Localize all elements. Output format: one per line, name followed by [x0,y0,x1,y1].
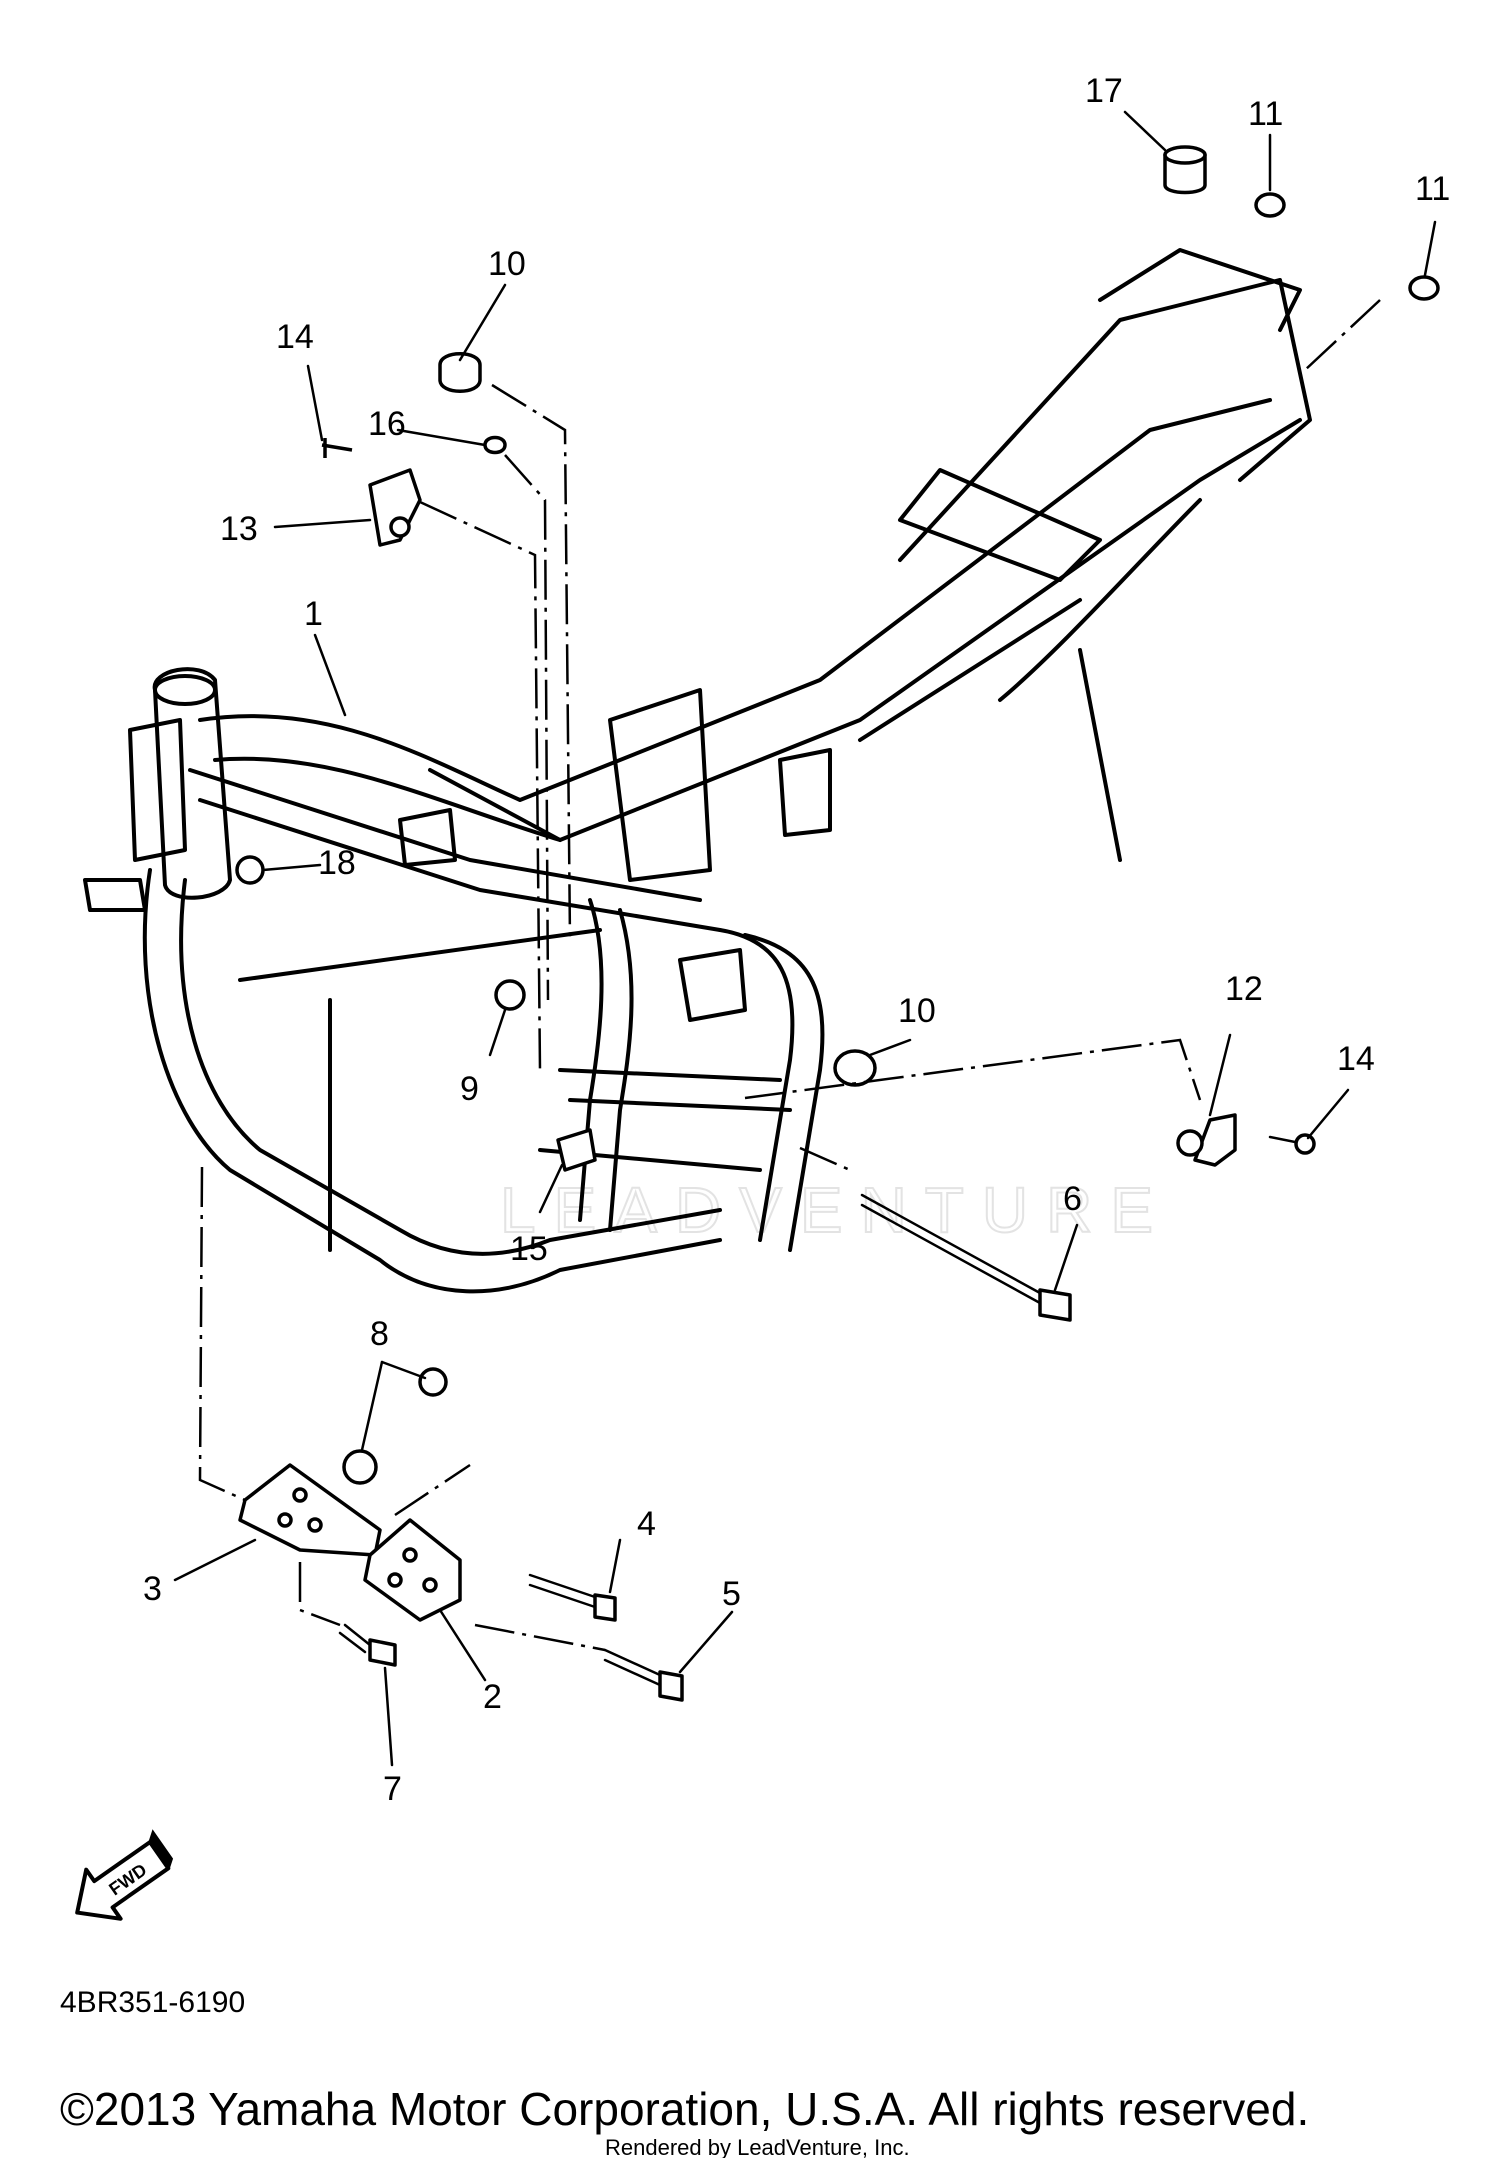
callout-14-upper: 14 [276,318,314,356]
callout-16: 16 [368,405,406,443]
callout-4: 4 [637,1505,656,1543]
rendered-by-text: Rendered by LeadVenture, Inc. [605,2135,910,2158]
callout-10-upper: 10 [488,245,526,283]
callout-15: 15 [510,1230,548,1268]
small-parts-drawing [235,145,1440,1702]
callout-7: 7 [383,1770,402,1808]
copyright-text: ©2013 Yamaha Motor Corporation, U.S.A. A… [60,2083,1309,2135]
callout-labels: 1 2 3 4 5 6 7 8 9 10 10 11 11 12 13 14 1… [143,72,1450,1808]
callout-2: 2 [483,1678,502,1716]
main-frame-drawing [83,248,1312,1294]
callout-18: 18 [318,844,356,882]
callout-5: 5 [722,1575,741,1613]
drawing-code: 4BR351-6190 [60,1986,245,2019]
callout-9: 9 [460,1070,479,1108]
watermark-text: LEADVENTURE [500,1174,1171,1246]
callout-11-right: 11 [1415,170,1450,208]
assembly-lines [198,299,1381,1652]
callout-14-lower: 14 [1337,1040,1375,1078]
callout-10-lower: 10 [898,992,936,1030]
callout-12: 12 [1225,970,1263,1008]
callout-13: 13 [220,510,258,548]
leader-lines [173,110,1437,1767]
callout-1: 1 [304,595,323,633]
callout-6: 6 [1063,1180,1082,1218]
callout-8: 8 [370,1315,389,1353]
callout-3: 3 [143,1570,162,1608]
callout-11-left: 11 [1248,95,1283,133]
callout-17: 17 [1085,72,1123,110]
forward-direction-arrow-icon: FWD [75,1829,174,1921]
